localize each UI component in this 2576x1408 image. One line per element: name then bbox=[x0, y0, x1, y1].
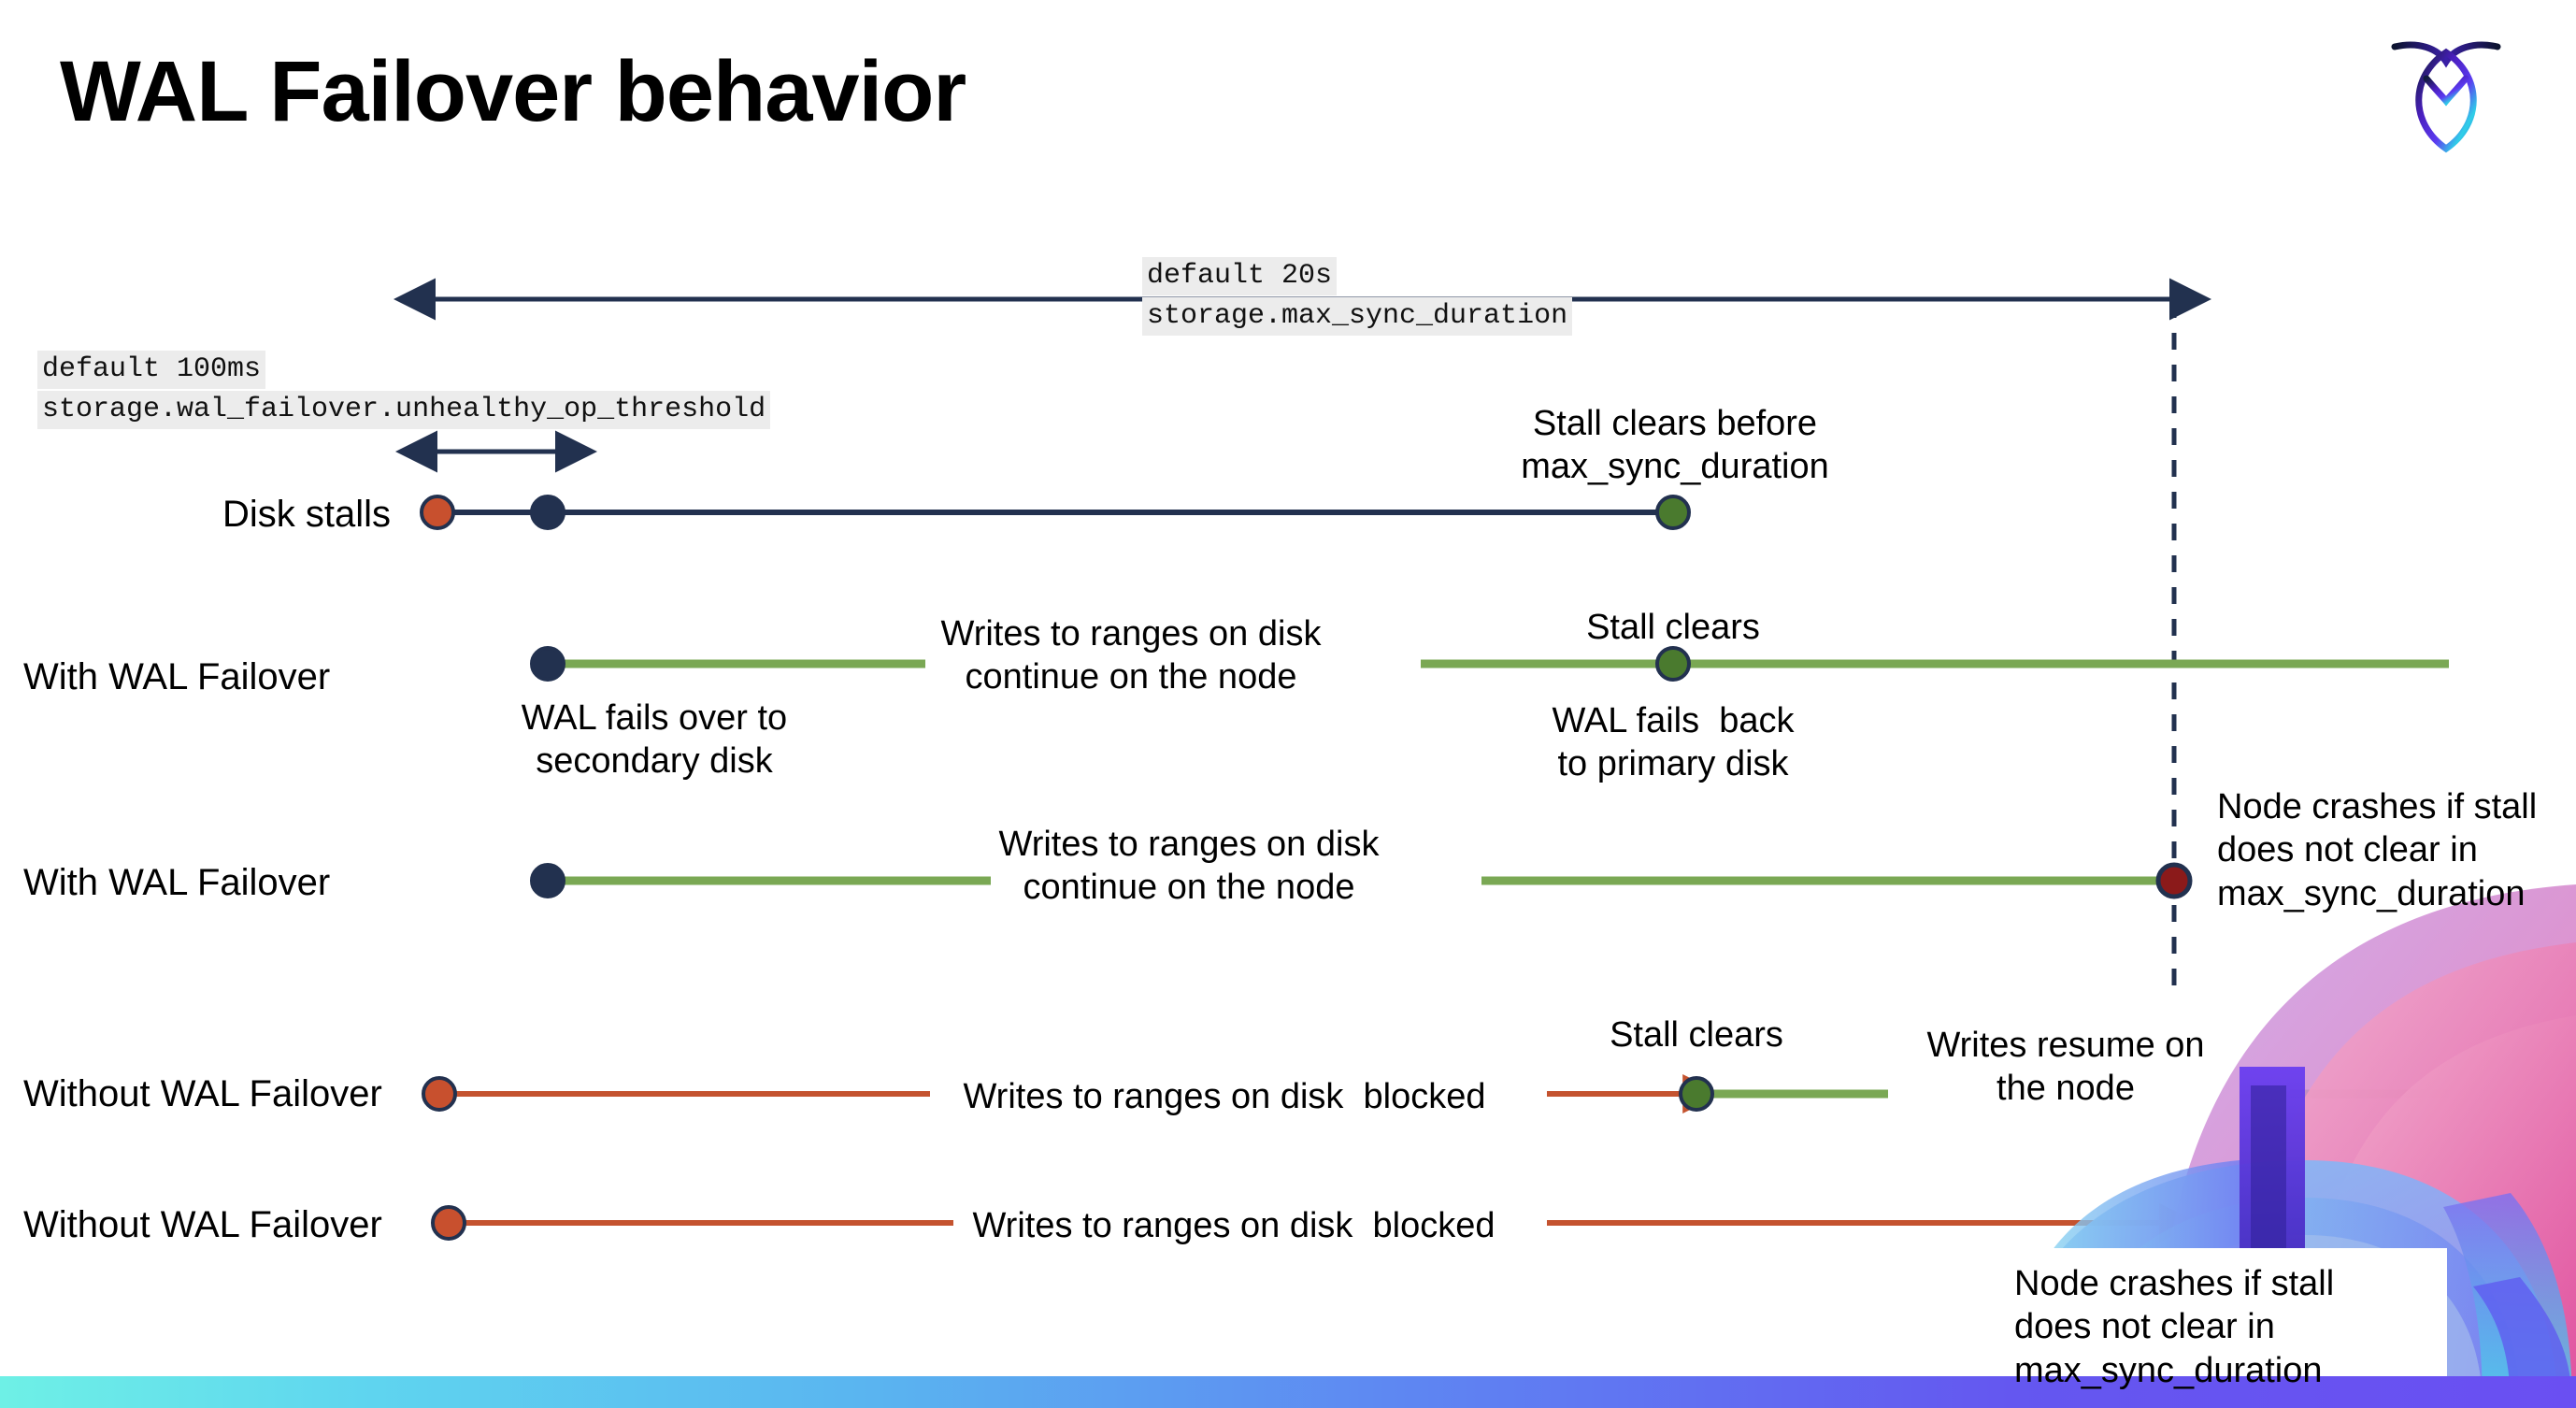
stall-clear-dot bbox=[1679, 1076, 1714, 1112]
stall-clear-dot bbox=[1655, 646, 1691, 682]
annotation-writes-continue-2: Writes to ranges on disk continue on the… bbox=[998, 825, 1380, 908]
row-label-with-wal-failover-crash: With WAL Failover bbox=[23, 862, 331, 903]
wal-failover-start-dot bbox=[530, 646, 565, 682]
row-label-without-wal-failover-clears: Without WAL Failover bbox=[23, 1073, 382, 1114]
row-label-disk-stalls: Disk stalls bbox=[222, 494, 392, 535]
annotation-node-crashes-1: Node crashes if stall does not clear in … bbox=[2217, 787, 2538, 913]
stall-start-dot bbox=[420, 495, 455, 530]
row-with-wal-failover-crash-track bbox=[530, 862, 2193, 899]
unhealthy-op-default-chip: default 100ms bbox=[37, 351, 266, 389]
annotation-wal-fails-over: WAL fails over to secondary disk bbox=[521, 698, 788, 782]
annotation-wal-fails-back: WAL fails back to primary disk bbox=[1552, 701, 1795, 784]
max-sync-name-chip: storage.max_sync_duration bbox=[1142, 297, 1573, 336]
row-label-without-wal-failover-crash: Without WAL Failover bbox=[23, 1204, 382, 1245]
unhealthy-op-name-chip: storage.wal_failover.unhealthy_op_thresh… bbox=[37, 391, 771, 429]
annotation-writes-continue-1: Writes to ranges on disk continue on the… bbox=[940, 614, 1322, 697]
node-crash-dot bbox=[2155, 862, 2193, 899]
stall-clear-dot bbox=[1655, 495, 1691, 530]
max-sync-default-chip: default 20s bbox=[1142, 257, 1338, 295]
annotation-writes-resume: Writes resume on the node bbox=[1926, 1026, 2205, 1109]
bottom-accent-bar bbox=[0, 1376, 2576, 1408]
annotation-writes-blocked-1: Writes to ranges on disk blocked bbox=[963, 1077, 1486, 1116]
row-disk-stalls-track bbox=[420, 495, 1691, 530]
threshold-dot bbox=[530, 495, 565, 530]
row-with-wal-failover-clears-track bbox=[530, 646, 2449, 682]
cockroachdb-logo-icon bbox=[2385, 26, 2507, 157]
stall-start-dot bbox=[431, 1205, 466, 1241]
annotation-stall-clears-before: Stall clears before max_sync_duration bbox=[1521, 404, 1829, 487]
page-title: WAL Failover behavior bbox=[60, 44, 966, 139]
annotation-node-crashes-2: Node crashes if stall does not clear in … bbox=[2014, 1264, 2335, 1390]
annotation-stall-clears-2: Stall clears bbox=[1610, 1015, 1783, 1055]
annotation-writes-blocked-2: Writes to ranges on disk blocked bbox=[972, 1206, 1496, 1245]
wal-failover-start-dot bbox=[530, 863, 565, 898]
row-label-with-wal-failover-clears: With WAL Failover bbox=[23, 656, 331, 697]
annotation-stall-clears-1: Stall clears bbox=[1586, 608, 1760, 647]
stall-start-dot bbox=[422, 1076, 457, 1112]
